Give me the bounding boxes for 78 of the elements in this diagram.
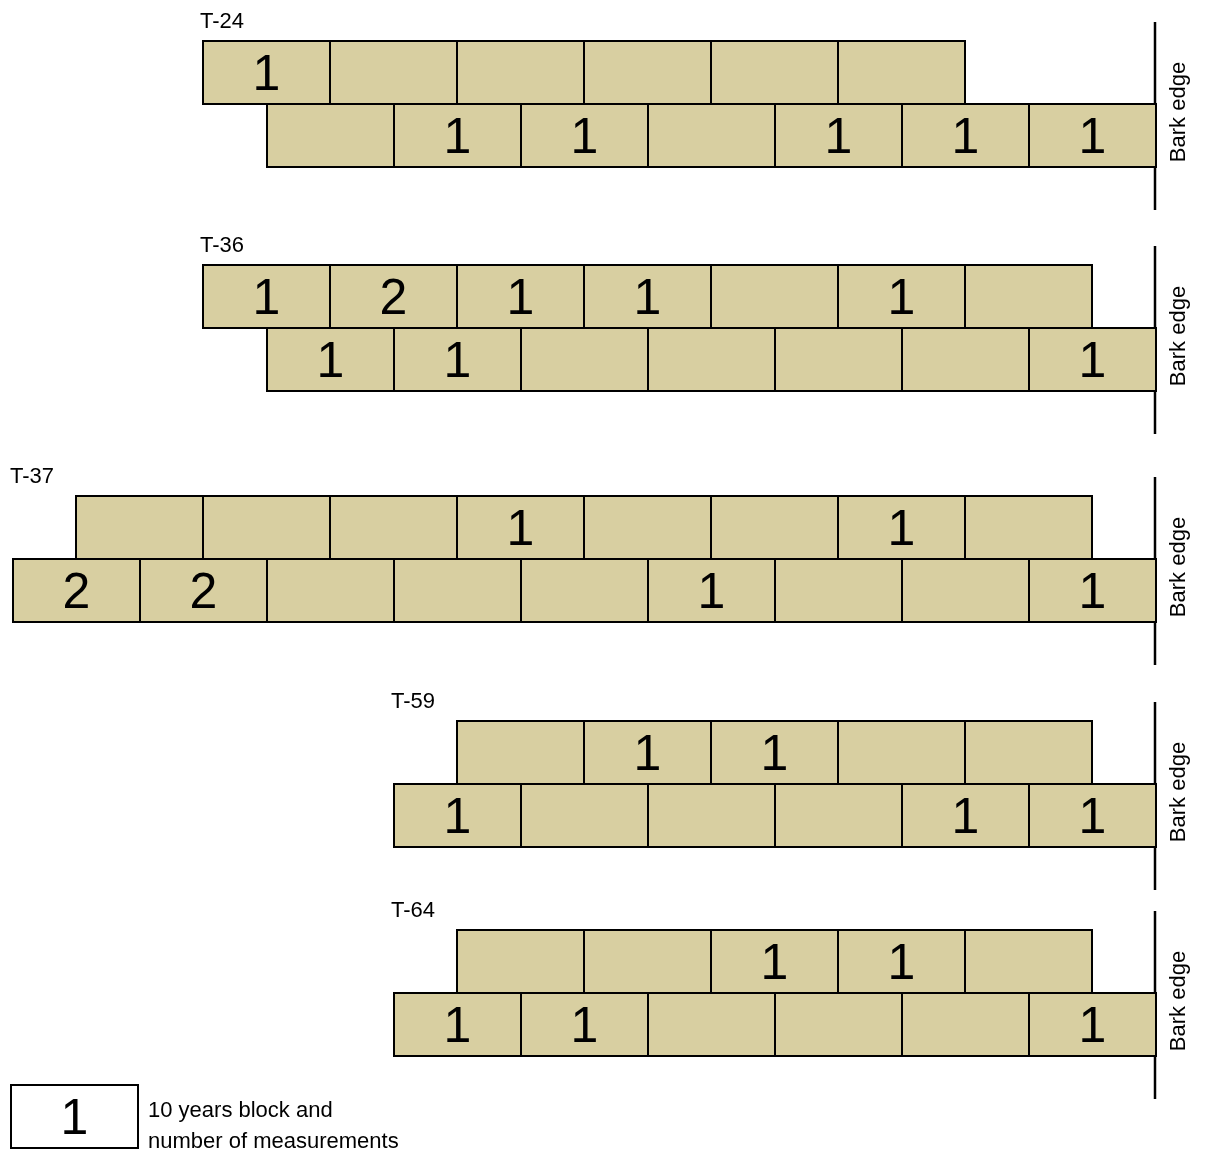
year-block (647, 783, 776, 848)
year-block (964, 264, 1093, 329)
year-block (901, 327, 1030, 392)
bark-edge-label: Bark edge (1165, 950, 1192, 1052)
year-block: 1 (1028, 103, 1157, 168)
year-block: 1 (393, 327, 522, 392)
bark-edge-label: Bark edge (1165, 516, 1192, 618)
year-block: 1 (456, 495, 585, 560)
year-block: 1 (1028, 327, 1157, 392)
year-block: 1 (393, 103, 522, 168)
year-block: 1 (1028, 783, 1157, 848)
year-block: 1 (1028, 992, 1157, 1057)
year-block (964, 929, 1093, 994)
year-block (647, 327, 776, 392)
year-block: 1 (647, 558, 776, 623)
sample-label: T-36 (200, 232, 245, 258)
year-block (583, 40, 712, 105)
year-block: 1 (710, 929, 839, 994)
year-block (901, 558, 1030, 623)
year-block (329, 40, 458, 105)
year-block: 1 (583, 264, 712, 329)
year-block (647, 992, 776, 1057)
year-block (964, 720, 1093, 785)
sample-label: T-64 (391, 897, 436, 923)
year-block (710, 264, 839, 329)
year-block (393, 558, 522, 623)
sample-label: T-37 (10, 463, 55, 489)
year-block: 1 (901, 103, 1030, 168)
year-block (202, 495, 331, 560)
year-block: 2 (329, 264, 458, 329)
year-block (520, 558, 649, 623)
legend-block: 1 (10, 1084, 139, 1149)
year-block (647, 103, 776, 168)
year-block (964, 495, 1093, 560)
year-block: 2 (139, 558, 268, 623)
year-block: 2 (12, 558, 141, 623)
year-block: 1 (393, 783, 522, 848)
year-block (583, 495, 712, 560)
year-block: 1 (583, 720, 712, 785)
year-block (774, 783, 903, 848)
year-block: 1 (202, 264, 331, 329)
year-block (710, 495, 839, 560)
year-block: 1 (774, 103, 903, 168)
year-block (456, 40, 585, 105)
year-block (774, 992, 903, 1057)
sample-label: T-59 (391, 688, 436, 714)
year-block (329, 495, 458, 560)
year-block: 1 (520, 103, 649, 168)
sample-label: T-24 (200, 8, 245, 34)
year-block (520, 327, 649, 392)
bark-edge-label: Bark edge (1165, 285, 1192, 387)
year-block: 1 (202, 40, 331, 105)
year-block (75, 495, 204, 560)
bark-edge-label: Bark edge (1165, 61, 1192, 163)
year-block: 1 (710, 720, 839, 785)
year-block: 1 (393, 992, 522, 1057)
year-block: 1 (901, 783, 1030, 848)
year-block (583, 929, 712, 994)
bark-edge-label: Bark edge (1165, 741, 1192, 843)
year-block: 1 (266, 327, 395, 392)
year-block (774, 558, 903, 623)
year-block (837, 720, 966, 785)
year-block (266, 103, 395, 168)
year-block: 1 (1028, 558, 1157, 623)
year-block (456, 929, 585, 994)
legend-text: 10 years block and number of measurements (148, 1096, 400, 1153)
year-block (520, 783, 649, 848)
year-block (710, 40, 839, 105)
year-block: 1 (837, 495, 966, 560)
year-block (456, 720, 585, 785)
year-block (837, 40, 966, 105)
year-block: 1 (520, 992, 649, 1057)
year-block: 1 (837, 929, 966, 994)
year-block (901, 992, 1030, 1057)
year-block: 1 (456, 264, 585, 329)
year-block (266, 558, 395, 623)
year-block: 1 (837, 264, 966, 329)
year-block (774, 327, 903, 392)
